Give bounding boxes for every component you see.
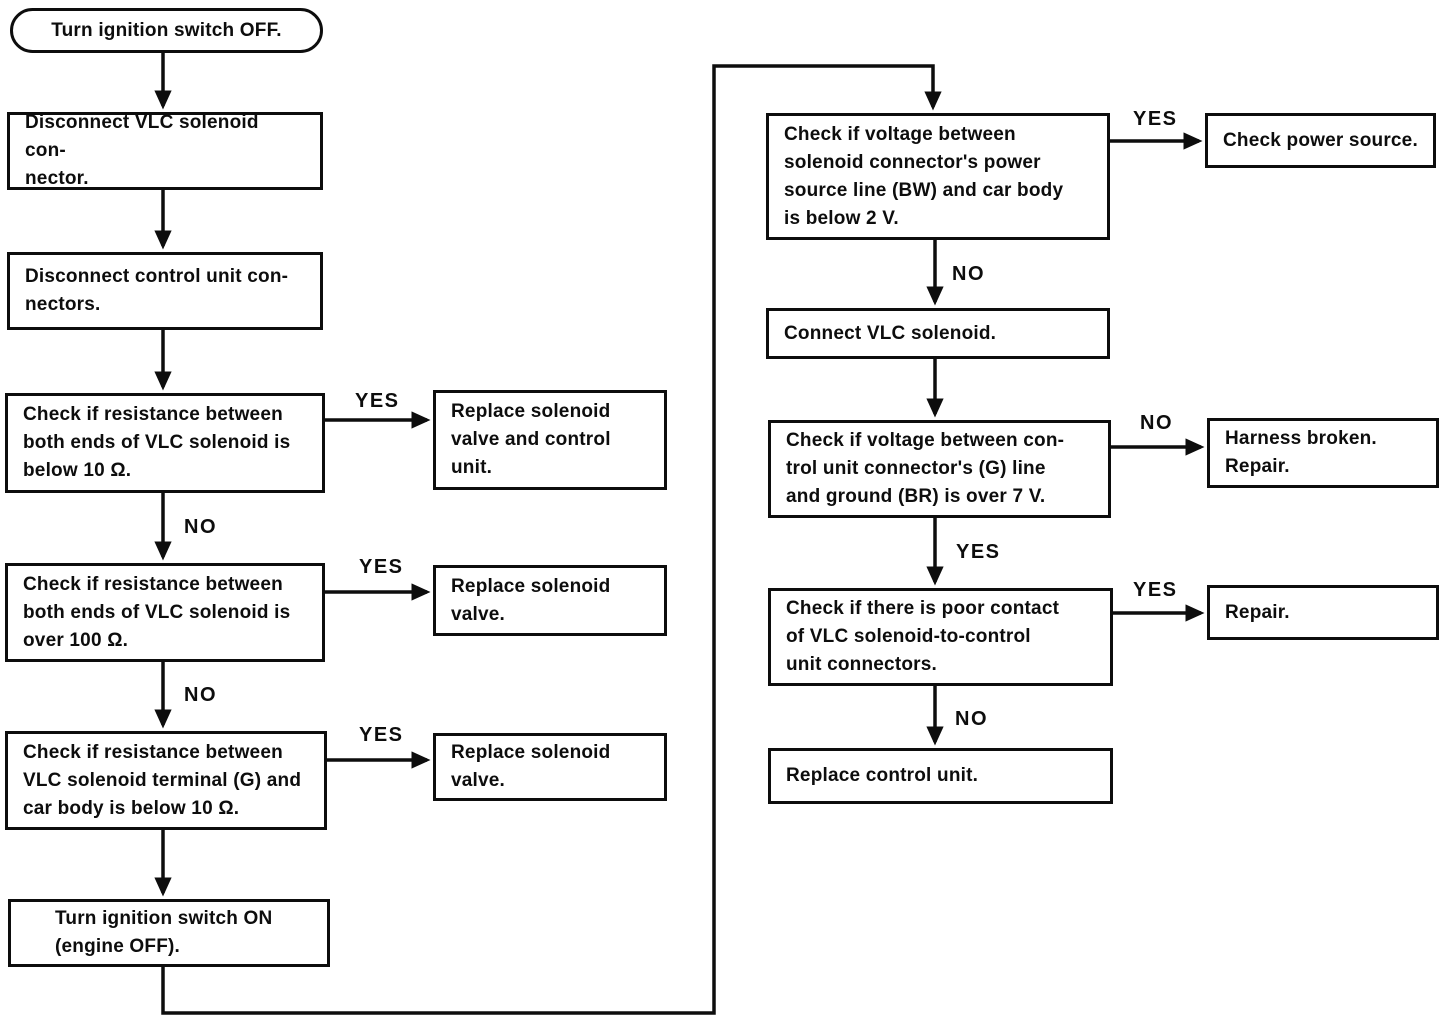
node-text: Replace solenoid valve. [451,575,611,625]
node-text: Check if voltage between con- trol unit … [786,430,1065,507]
node-text: Disconnect VLC solenoid con- nector. [25,112,259,189]
node-text: Replace control unit. [786,765,979,786]
edge-label-no: NO [184,516,217,538]
node-text: Check if resistance between both ends of… [23,573,291,651]
node-text: Check if resistance between both ends of… [23,404,291,481]
node-check-poor-contact: Check if there is poor contact of VLC so… [768,588,1113,686]
node-text: Turn ignition switch ON (engine OFF). [55,908,273,957]
edge-label-no: NO [952,263,985,285]
node-text: Check if resistance between VLC solenoid… [23,741,302,819]
edge-label-yes: YES [355,390,400,412]
node-text: Harness broken. Repair. [1225,428,1377,477]
node-text: Check power source. [1223,129,1418,151]
edge-label-no: NO [955,708,988,730]
node-text: Disconnect control unit con- nectors. [25,266,289,315]
node-check-resistance-below-10: Check if resistance between both ends of… [5,393,325,493]
node-check-resistance-over-100: Check if resistance between both ends of… [5,563,325,662]
node-disconnect-solenoid: Disconnect VLC solenoid con- nector. [7,112,323,190]
node-check-resistance-terminal-g: Check if resistance between VLC solenoid… [5,731,327,830]
node-disconnect-control-unit: Disconnect control unit con- nectors. [7,252,323,330]
node-replace-valve-1: Replace solenoid valve. [433,565,667,636]
node-repair: Repair. [1207,585,1439,640]
edge-label-no: NO [184,684,217,706]
node-check-power-source: Check power source. [1205,113,1436,168]
node-check-voltage-control-unit: Check if voltage between con- trol unit … [768,420,1111,518]
node-text: Check if there is poor contact of VLC so… [786,598,1060,675]
node-check-voltage-power-source: Check if voltage between solenoid connec… [766,113,1110,240]
node-text: Replace solenoid valve and control unit. [451,401,611,478]
node-replace-valve-2: Replace solenoid valve. [433,733,667,801]
edge-label-yes: YES [359,556,404,578]
node-text: Connect VLC solenoid. [784,322,997,344]
edge-label-yes: YES [1133,108,1178,130]
node-replace-control-unit: Replace control unit. [768,748,1113,804]
node-text: Check if voltage between solenoid connec… [784,123,1064,229]
edge-label-yes: YES [1133,579,1178,601]
node-start: Turn ignition switch OFF. [10,8,323,53]
node-text: Replace solenoid valve. [451,742,611,791]
node-harness-broken: Harness broken. Repair. [1207,418,1439,488]
node-text: Repair. [1225,601,1290,623]
edge-label-yes: YES [359,724,404,746]
node-ignition-on: Turn ignition switch ON (engine OFF). [8,899,330,967]
node-text: Turn ignition switch OFF. [51,19,282,41]
edge-label-no: NO [1140,412,1173,434]
node-connect-solenoid: Connect VLC solenoid. [766,308,1110,359]
edge-label-yes: YES [956,541,1001,563]
node-replace-valve-and-control-unit: Replace solenoid valve and control unit. [433,390,667,490]
